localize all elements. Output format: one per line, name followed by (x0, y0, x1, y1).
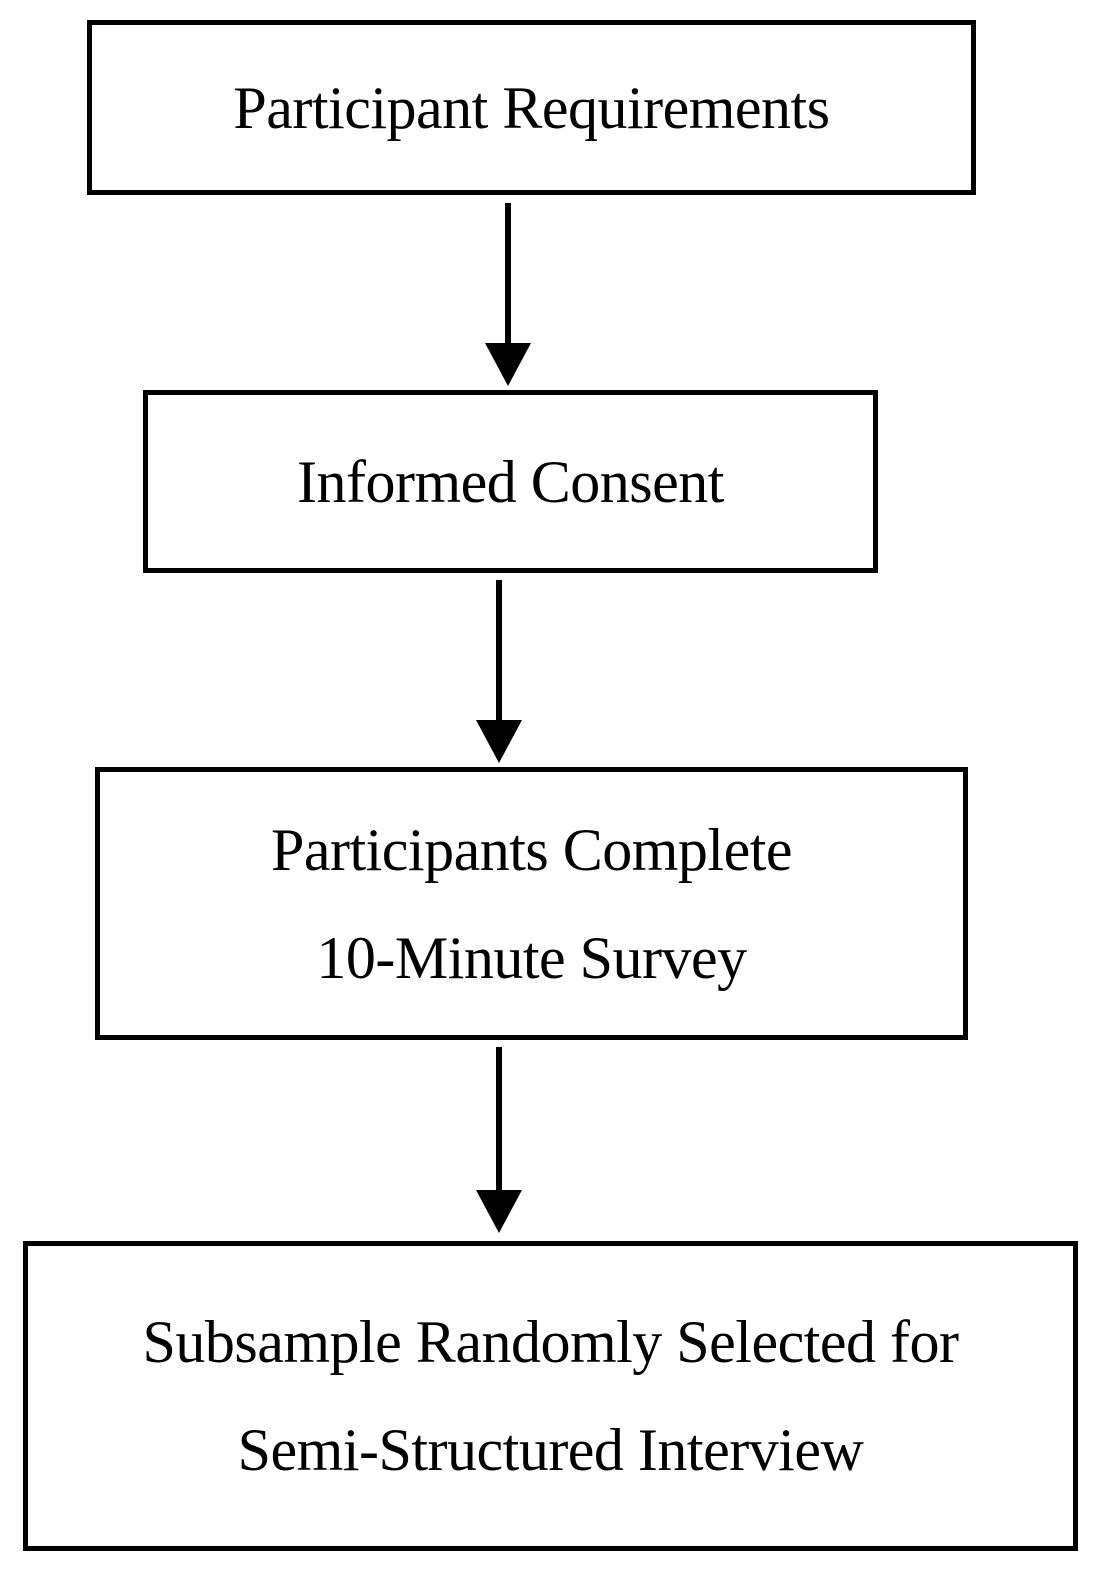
arrow-3-to-4 (476, 1047, 522, 1233)
step-complete-survey: Participants Complete 10-Minute Survey (95, 767, 968, 1040)
arrow-1-to-2 (485, 203, 531, 386)
step-label-line: Participant Requirements (233, 74, 830, 141)
step-informed-consent: Informed Consent (143, 390, 878, 573)
step-participant-requirements: Participant Requirements (87, 20, 976, 195)
step-label-line: Semi-Structured Interview (237, 1417, 864, 1483)
step-label-line: Participants Complete (270, 816, 793, 883)
arrow-2-to-3 (476, 580, 522, 763)
step-label-line: 10-Minute Survey (316, 924, 747, 991)
step-label-line: Informed Consent (297, 448, 724, 515)
step-subsample-interview: Subsample Randomly Selected for Semi-Str… (23, 1241, 1078, 1551)
step-label-line: Subsample Randomly Selected for (142, 1309, 959, 1375)
